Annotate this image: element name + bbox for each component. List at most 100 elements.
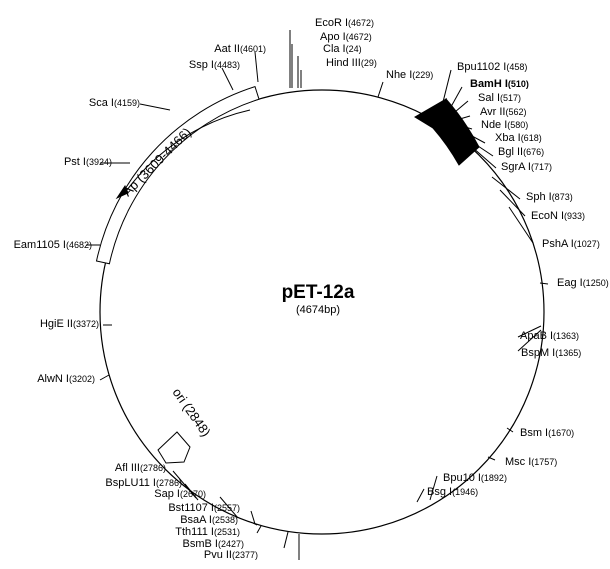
site-label: Eam1105 I(4682) <box>14 239 92 251</box>
site-name: Bst1107 I <box>168 502 214 514</box>
site-tick <box>487 456 496 461</box>
site-label: BamH I(510) <box>470 78 529 90</box>
site-label: Pvu II(2377) <box>204 549 258 561</box>
site-name: Sal I <box>478 92 500 104</box>
site-bgl-ii: Bgl II(676) <box>465 137 544 158</box>
site-tick <box>448 100 469 118</box>
ap-gene-label: Ap (3609-4466) <box>120 125 194 199</box>
site-sph-i: Sph I(873) <box>491 176 573 203</box>
site-position: (717) <box>531 162 552 172</box>
site-label: HgiE II(3372) <box>40 318 99 330</box>
site-name: HgiE II <box>40 318 73 330</box>
site-name: AlwN I <box>37 373 69 385</box>
site-label: BspLU11 I(2786) <box>105 477 182 489</box>
site-name: Tth111 I <box>175 526 214 538</box>
site-msc-i: Msc I(1757) <box>487 456 557 468</box>
site-name: BspLU11 I <box>105 477 156 489</box>
site-position: (4672) <box>346 32 372 42</box>
site-position: (3372) <box>73 319 99 329</box>
site-bsm-i: Bsm I(1670) <box>506 427 574 439</box>
site-name: SgrA I <box>501 161 531 173</box>
site-tick <box>491 176 521 200</box>
site-tick <box>254 51 259 83</box>
site-position: (510) <box>508 79 529 89</box>
site-eam1105-i: Eam1105 I(4682) <box>14 239 100 251</box>
site-tick <box>454 123 473 130</box>
site-position: (24) <box>346 44 362 54</box>
site-label: Sph I(873) <box>526 191 573 203</box>
plasmid-name: pET-12a <box>282 282 355 303</box>
site-position: (1027) <box>574 239 600 249</box>
site-position: (4682) <box>66 240 92 250</box>
site-sca-i: Sca I(4159) <box>89 97 171 111</box>
site-position: (1670) <box>548 428 574 438</box>
site-label: Hind III(29) <box>326 57 377 69</box>
site-bst1107-i: Bst1107 I(2557) <box>168 502 256 525</box>
site-label: Nhe I(229) <box>386 69 433 81</box>
site-sal-i: Sal I(517) <box>448 92 521 118</box>
site-tick <box>471 146 497 169</box>
site-name: BsaA I <box>180 514 212 526</box>
site-label: PshA I(1027) <box>542 238 600 250</box>
site-position: (1946) <box>452 487 478 497</box>
site-label: Eag I(1250) <box>557 277 609 289</box>
restriction-sites: EcoR I(4672)Apo I(4672)Cla I(24)Hind III… <box>14 17 609 561</box>
site-sgra-i: SgrA I(717) <box>471 146 552 173</box>
site-position: (2786) <box>156 478 182 488</box>
site-name: Eag I <box>557 277 583 289</box>
site-label: Sca I(4159) <box>89 97 140 109</box>
site-position: (4483) <box>214 60 240 70</box>
site-name: Bsg I <box>427 486 452 498</box>
site-name: Apo I <box>320 31 346 43</box>
site-tick <box>99 374 110 381</box>
site-position: (618) <box>521 133 542 143</box>
site-alwn-i: AlwN I(3202) <box>37 373 110 385</box>
ap-gene-feature <box>95 85 260 265</box>
site-tick <box>539 282 549 285</box>
site-pvu-ii: Pvu II(2377) <box>204 534 300 561</box>
site-pst-i: Pst I(3924) <box>64 156 130 168</box>
site-tick <box>256 525 262 534</box>
site-position: (4672) <box>348 18 374 28</box>
site-label: Aat II(4601) <box>214 43 266 55</box>
site-ssp-i: Ssp I(4483) <box>189 59 240 91</box>
site-position: (3202) <box>69 374 95 384</box>
site-label: Nde I(580) <box>481 119 528 131</box>
site-tick <box>416 488 425 503</box>
site-eag-i: Eag I(1250) <box>539 277 609 289</box>
site-label: EcoR I(4672) <box>315 17 374 29</box>
site-ecor-i: EcoR I(4672) <box>289 17 374 88</box>
site-bpu1102-i: Bpu1102 I(458) <box>440 61 527 111</box>
site-econ-i: EcoN I(933) <box>499 189 585 222</box>
site-position: (2557) <box>214 503 240 513</box>
site-name: Nde I <box>481 119 507 131</box>
site-bsg-i: Bsg I(1946) <box>416 486 478 503</box>
site-position: (580) <box>507 120 528 130</box>
site-name: BsmB I <box>183 538 218 550</box>
site-nhe-i: Nhe I(229) <box>377 69 433 98</box>
site-tick <box>440 69 452 111</box>
site-position: (676) <box>523 147 544 157</box>
site-name: ApaB I <box>520 330 553 342</box>
site-bsmb-i: BsmB I(2427) <box>183 531 289 550</box>
site-name: Bsm I <box>520 427 548 439</box>
site-label: Msc I(1757) <box>505 456 557 468</box>
site-position: (2538) <box>212 515 238 525</box>
site-tick <box>506 427 514 433</box>
site-apo-i: Apo I(4672) <box>291 31 372 88</box>
site-position: (933) <box>564 211 585 221</box>
site-position: (2427) <box>218 539 244 549</box>
site-label: BsmB I(2427) <box>183 538 244 550</box>
site-psha-i: PshA I(1027) <box>508 206 600 250</box>
site-position: (2377) <box>232 550 258 560</box>
site-name: Cla I <box>323 43 346 55</box>
site-tick <box>517 329 542 352</box>
site-name: PshA I <box>542 238 574 250</box>
site-position: (1757) <box>531 457 557 467</box>
site-label: Cla I(24) <box>323 43 362 55</box>
site-name: BamH I <box>470 78 508 90</box>
site-label: Sal I(517) <box>478 92 521 104</box>
site-name: Xba I <box>495 132 521 144</box>
plasmid-size: (4674bp) <box>296 304 340 316</box>
site-bpu10-i: Bpu10 I(1892) <box>429 472 507 501</box>
